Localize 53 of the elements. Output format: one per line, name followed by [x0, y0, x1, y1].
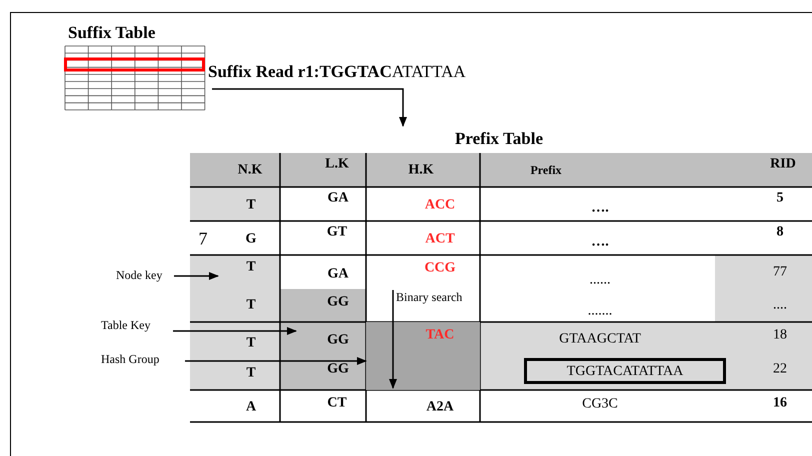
table-cell-text: GG — [327, 294, 349, 312]
table-cell-text: N.K — [238, 162, 262, 180]
table-cell-text: Prefix — [530, 162, 562, 179]
table-cell-text: ACC — [424, 196, 456, 214]
table-cell-text: …. — [591, 234, 609, 252]
table-cell-text: .... — [773, 296, 787, 314]
table-cell-text: H.K — [408, 162, 434, 180]
table-cell-text: GTAAGCTAT — [559, 330, 641, 348]
table-cell-text: TAC — [426, 326, 454, 344]
table-cell-text: 22 — [773, 360, 787, 378]
arrow — [174, 272, 219, 280]
table-cell-text: GA — [328, 190, 348, 208]
table-cell-text: ....... — [588, 302, 612, 320]
table-cell-text: GG — [327, 332, 349, 350]
table-cell-text: 16 — [773, 394, 787, 412]
table-cell-text: 8 — [776, 224, 784, 242]
table-cell-text: CT — [327, 394, 347, 412]
table-cell-text: 77 — [773, 264, 787, 282]
hash-group-block — [366, 322, 480, 390]
table-cell-text: T — [246, 258, 256, 276]
table-cell-text: GA — [328, 266, 348, 284]
table-cell-text: 18 — [773, 326, 787, 344]
node-text: Suffix Read r1:TGGTACATATTAA — [208, 61, 466, 84]
table-cell-text: A2A — [426, 398, 454, 416]
table-cell-text: ...... — [590, 272, 610, 290]
arrow — [185, 357, 367, 365]
arrow — [212, 88, 407, 127]
table-cell-text: …. — [591, 200, 609, 218]
arrow — [173, 327, 297, 335]
arrow — [389, 290, 397, 389]
table-cell-text: CG3C — [582, 396, 618, 414]
node-text: Table Key — [101, 317, 150, 334]
table-cell-text: CCG — [424, 260, 456, 278]
table-cell-text: G — [246, 230, 256, 248]
node-text: TGGTACATATTAA — [566, 362, 684, 380]
node-text: Binary search — [396, 289, 462, 306]
table-cell-text: A — [246, 398, 256, 416]
node-text: Prefix Table — [455, 128, 543, 150]
table-cell-text: T — [246, 196, 256, 214]
node-text: Node key — [116, 267, 162, 284]
highlight-box — [524, 358, 726, 384]
table-cell-text: GT — [326, 224, 348, 242]
table-cell-text: T — [246, 296, 256, 314]
table-cell-text: ACT — [425, 230, 455, 248]
table-cell-text: 5 — [776, 190, 784, 208]
table-cell-text: RID — [770, 156, 796, 174]
table-cell-text: GG — [327, 360, 349, 378]
table-cell-text: T — [246, 334, 256, 352]
table-cell-text: L.K — [325, 156, 349, 174]
table-cell-text: T — [246, 364, 256, 382]
table-cell-text: 7 — [198, 228, 208, 250]
node-text: Hash Group — [101, 351, 160, 368]
node-text: Suffix Table — [68, 22, 156, 44]
